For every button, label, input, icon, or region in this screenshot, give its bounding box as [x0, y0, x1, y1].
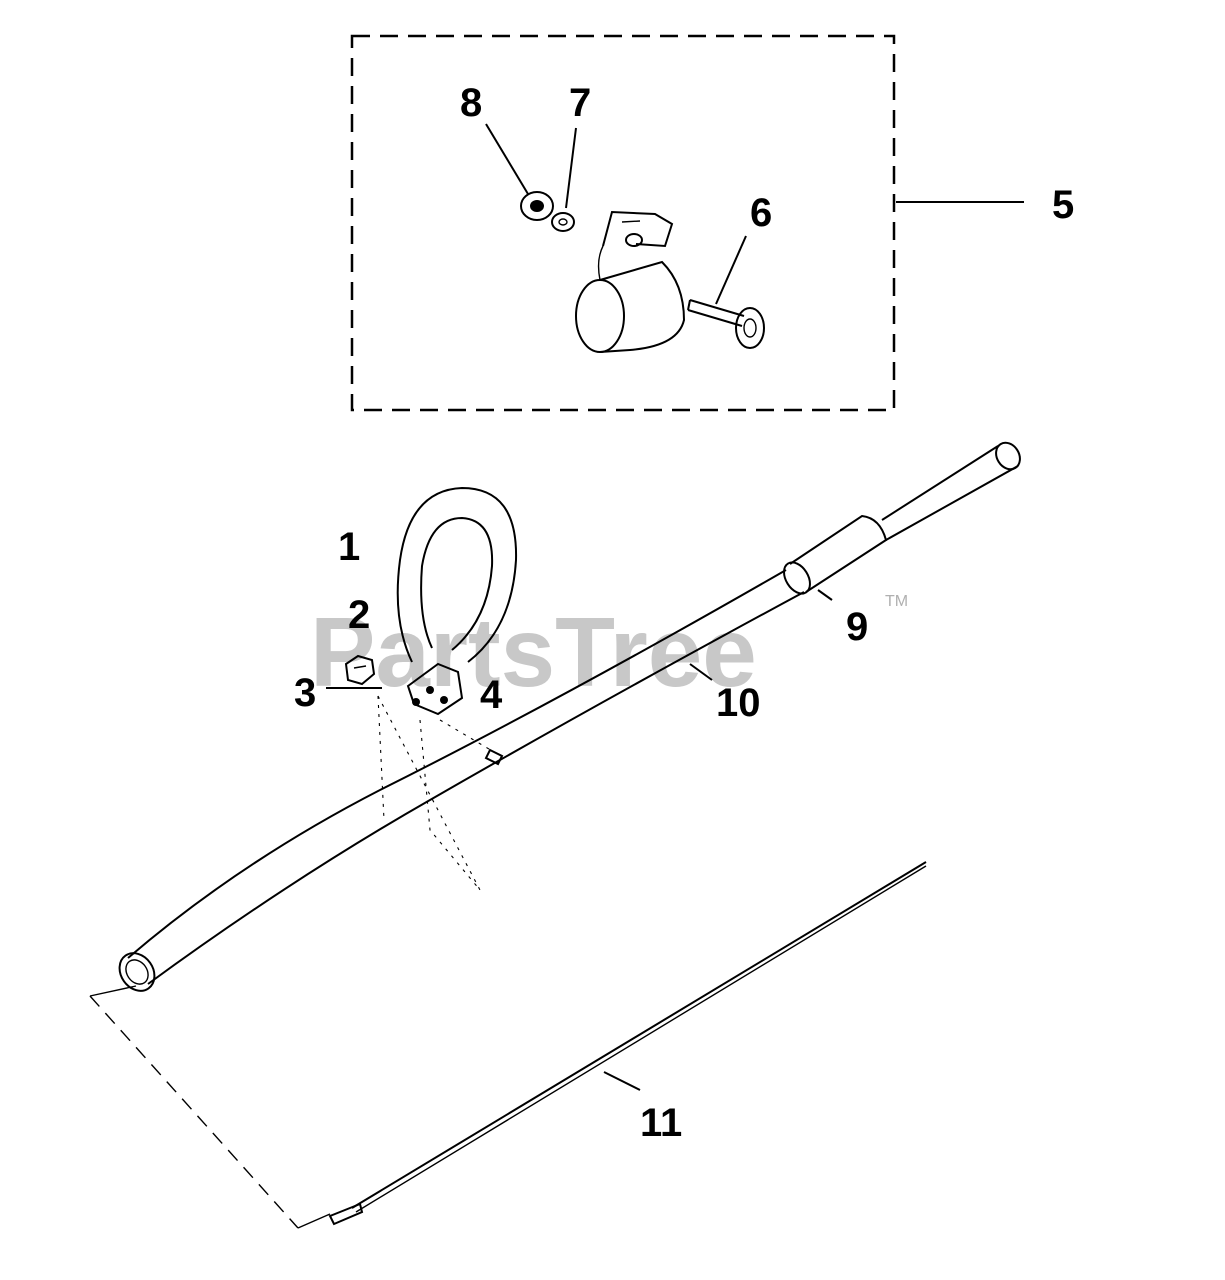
- callout-10: 10: [716, 681, 761, 725]
- flex-cable: [328, 861, 927, 1226]
- leader-line: [485, 123, 529, 195]
- leader-line: [689, 663, 713, 681]
- callout-7: 7: [569, 81, 591, 125]
- explode-line: [419, 719, 481, 891]
- cable-alignment-line: [297, 1213, 331, 1229]
- nut-part: [520, 191, 554, 221]
- cable-alignment-line: [89, 985, 137, 997]
- handle-bracket: [406, 662, 464, 716]
- sleeve-part: [783, 514, 888, 595]
- callout-9: 9: [846, 605, 868, 649]
- callout-5: 5: [1052, 183, 1074, 227]
- leader-line: [817, 589, 833, 601]
- leader-line: [603, 1071, 641, 1091]
- leader-line: [715, 235, 747, 305]
- bolt-part: [687, 299, 765, 349]
- kit-dashed-box: [350, 34, 896, 412]
- knob-part: [344, 654, 376, 686]
- explode-line: [377, 695, 481, 891]
- clamp-part: [575, 210, 686, 353]
- callout-2: 2: [348, 593, 370, 637]
- tube-upper: [881, 441, 1021, 541]
- callout-4: 4: [480, 673, 503, 717]
- washer-part: [551, 212, 575, 232]
- screw-part: [439, 719, 504, 766]
- leader-line: [565, 127, 577, 209]
- handle-loop: [396, 486, 518, 663]
- watermark-trademark: TM: [885, 593, 908, 610]
- callout-3: 3: [294, 671, 316, 715]
- cable-alignment-line: [89, 995, 299, 1229]
- callout-1: 1: [338, 525, 360, 569]
- explode-line: [377, 695, 385, 821]
- callout-6: 6: [750, 191, 772, 235]
- watermark-brand: PartsTree: [310, 597, 757, 707]
- callout-8: 8: [460, 81, 482, 125]
- callout-11: 11: [640, 1101, 682, 1145]
- drive-tube: [118, 569, 805, 992]
